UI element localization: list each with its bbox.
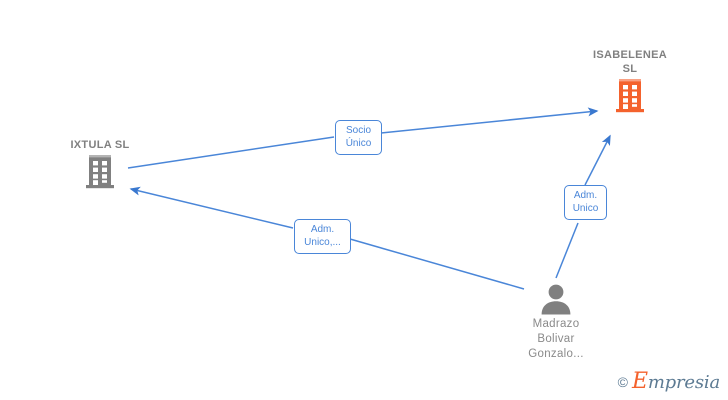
edge-segment-left [127,136,335,169]
building-icon [86,155,114,189]
edge-segment-left [129,186,294,229]
brand-rest: mpresia [647,372,720,393]
building-icon [616,79,644,113]
node-madrazo-bolivar-gonzalo[interactable]: Madrazo Bolivar Gonzalo... [486,283,626,362]
empresia-watermark: © Empresia [617,369,721,394]
copyright-icon: © [617,373,628,390]
edge-segment-bottom [555,222,579,279]
brand-initial: E [631,369,648,394]
brand-name: Empresia [632,369,720,394]
node-label-madrazo: Madrazo Bolivar Gonzalo... [528,318,584,360]
edge-label-socio-unico[interactable]: Socio Único [335,120,382,155]
node-ixtula-sl[interactable]: IXTULA SL [30,138,170,189]
edge-segment-right [349,238,525,290]
node-isabelenea-sl[interactable]: ISABELENEA SL [560,48,700,113]
node-label-ixtula: IXTULA SL [70,139,130,151]
edge-label-adm-unico[interactable]: Adm. Unico [564,185,607,220]
edge-label-adm-unico-varios[interactable]: Adm. Unico,... [294,219,351,254]
edge-segment-top [584,134,611,186]
edge-madrazo-to-isabelenea [555,134,611,279]
person-icon [541,284,571,315]
edge-madrazo-to-ixtula [129,186,525,290]
edge-segment-right [380,107,599,134]
node-label-isabelenea: ISABELENEA SL [593,49,667,75]
edge-ixtula-to-isabelenea [127,107,599,169]
